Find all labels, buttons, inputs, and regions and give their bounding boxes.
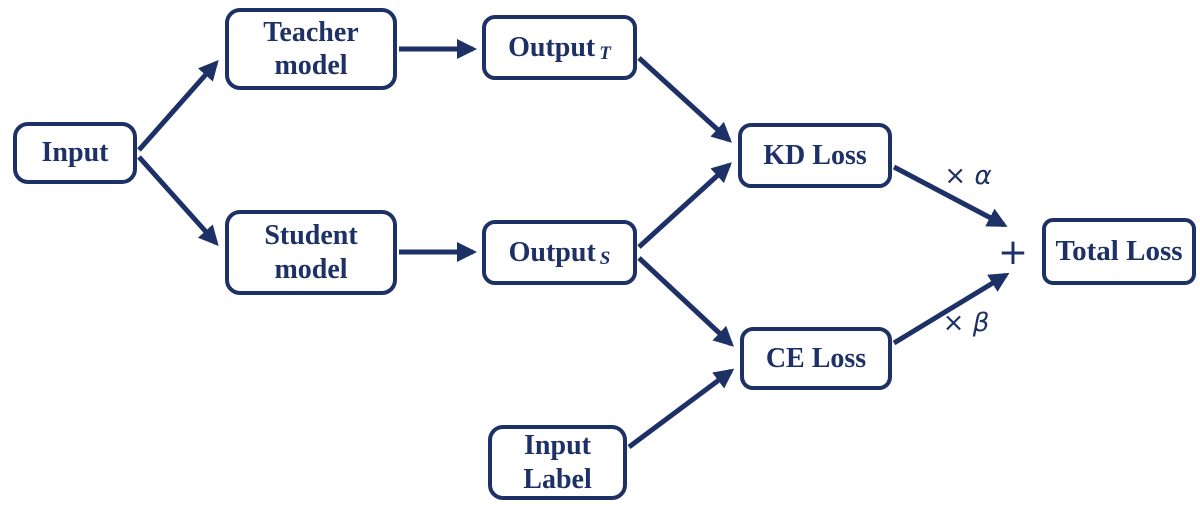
output-t-subscript: T: [599, 43, 611, 65]
edge-kd-loss-to-sum: [892, 164, 1008, 228]
edge-input-to-teacher: [137, 60, 219, 152]
node-total-loss: Total Loss: [1042, 218, 1196, 285]
node-kd-loss: KD Loss: [738, 123, 892, 188]
alpha-weight-label: × α: [944, 161, 992, 191]
output-t-label: Output: [508, 31, 596, 63]
edge-output-s-to-kd-loss: [637, 162, 732, 249]
edge-ce-loss-to-sum: [892, 272, 1010, 346]
edge-output-s-to-ce-loss: [637, 256, 734, 347]
node-teacher-model: Teacher model: [225, 8, 397, 90]
output-s-label: Output: [508, 236, 596, 268]
node-input-label: Input Label: [488, 425, 627, 500]
node-student-model: Student model: [225, 210, 397, 295]
output-s-subscript: S: [599, 248, 611, 270]
sum-plus-sign: +: [997, 231, 1029, 273]
edge-input-label-to-ce-loss: [627, 368, 735, 450]
node-ce-loss: CE Loss: [740, 327, 892, 390]
edge-input-to-student: [137, 155, 219, 246]
edge-output-t-to-kd-loss: [637, 56, 732, 143]
node-input: Input: [13, 122, 137, 184]
beta-weight-label: × β: [942, 308, 990, 338]
